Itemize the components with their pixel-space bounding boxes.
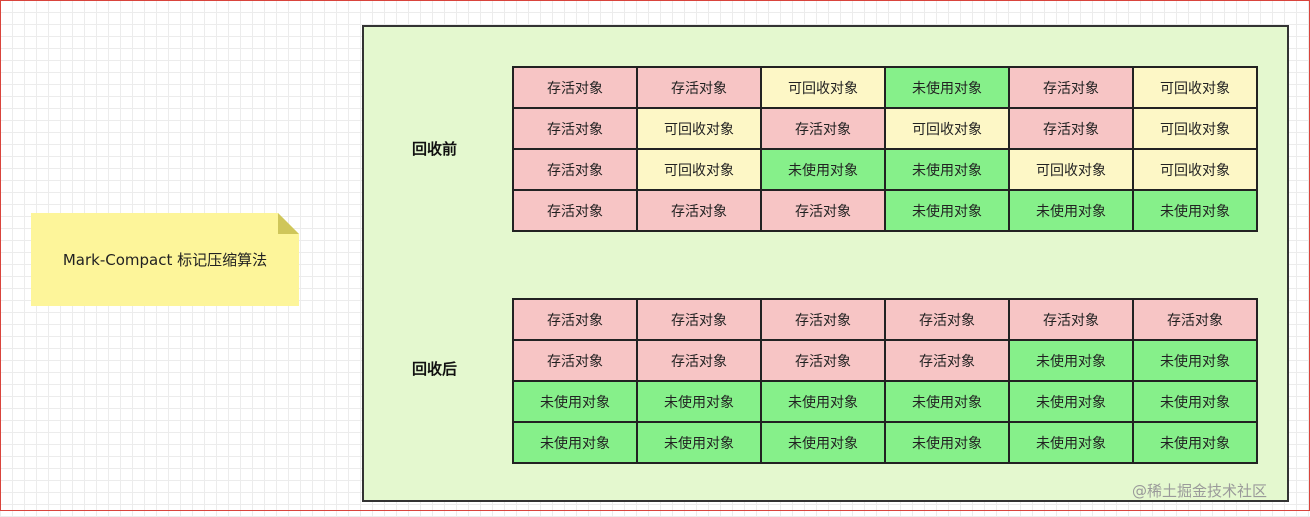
heap-cell-live: 存活对象 — [638, 300, 760, 339]
heap-cell-live: 存活对象 — [638, 341, 760, 380]
heap-cell-live: 存活对象 — [1134, 300, 1256, 339]
heap-cell-live: 存活对象 — [514, 68, 636, 107]
heap-cell-unused: 未使用对象 — [1010, 382, 1132, 421]
heap-grid-after: 存活对象存活对象存活对象存活对象存活对象存活对象存活对象存活对象存活对象存活对象… — [512, 298, 1258, 464]
heap-cell-unused: 未使用对象 — [1134, 382, 1256, 421]
heap-cell-live: 存活对象 — [638, 68, 760, 107]
heap-cell-unused: 未使用对象 — [1134, 423, 1256, 462]
heap-cell-unused: 未使用对象 — [514, 382, 636, 421]
heap-cell-reclaimable: 可回收对象 — [1134, 150, 1256, 189]
note-text: Mark-Compact 标记压缩算法 — [62, 251, 268, 269]
heap-cell-live: 存活对象 — [514, 150, 636, 189]
heap-cell-live: 存活对象 — [1010, 300, 1132, 339]
heap-cell-reclaimable: 可回收对象 — [1134, 109, 1256, 148]
heap-cell-unused: 未使用对象 — [1134, 191, 1256, 230]
heap-cell-unused: 未使用对象 — [886, 191, 1008, 230]
heap-cell-reclaimable: 可回收对象 — [886, 109, 1008, 148]
heap-cell-live: 存活对象 — [886, 341, 1008, 380]
before-label: 回收前 — [412, 140, 458, 158]
heap-cell-reclaimable: 可回收对象 — [638, 150, 760, 189]
heap-cell-unused: 未使用对象 — [886, 68, 1008, 107]
heap-cell-live: 存活对象 — [1010, 109, 1132, 148]
heap-cell-live: 存活对象 — [762, 191, 884, 230]
heap-cell-unused: 未使用对象 — [514, 423, 636, 462]
heap-cell-unused: 未使用对象 — [762, 382, 884, 421]
heap-cell-live: 存活对象 — [762, 109, 884, 148]
heap-cell-reclaimable: 可回收对象 — [1134, 68, 1256, 107]
heap-cell-unused: 未使用对象 — [1010, 423, 1132, 462]
heap-cell-live: 存活对象 — [638, 191, 760, 230]
heap-grid-before: 存活对象存活对象可回收对象未使用对象存活对象可回收对象存活对象可回收对象存活对象… — [512, 66, 1258, 232]
heap-cell-reclaimable: 可回收对象 — [638, 109, 760, 148]
heap-cell-unused: 未使用对象 — [886, 423, 1008, 462]
after-label: 回收后 — [412, 360, 458, 378]
heap-cell-live: 存活对象 — [514, 109, 636, 148]
heap-cell-live: 存活对象 — [762, 341, 884, 380]
heap-cell-live: 存活对象 — [514, 191, 636, 230]
heap-cell-unused: 未使用对象 — [638, 423, 760, 462]
heap-cell-reclaimable: 可回收对象 — [1010, 150, 1132, 189]
heap-cell-unused: 未使用对象 — [1134, 341, 1256, 380]
heap-cell-unused: 未使用对象 — [1010, 341, 1132, 380]
heap-cell-live: 存活对象 — [514, 341, 636, 380]
watermark: @稀土掘金技术社区 — [1132, 482, 1268, 500]
heap-cell-unused: 未使用对象 — [1010, 191, 1132, 230]
heap-cell-live: 存活对象 — [1010, 68, 1132, 107]
heap-cell-unused: 未使用对象 — [762, 150, 884, 189]
sticky-note: Mark-Compact 标记压缩算法 — [31, 213, 299, 306]
heap-cell-live: 存活对象 — [886, 300, 1008, 339]
heap-cell-unused: 未使用对象 — [886, 150, 1008, 189]
heap-cell-reclaimable: 可回收对象 — [762, 68, 884, 107]
heap-cell-live: 存活对象 — [762, 300, 884, 339]
heap-cell-unused: 未使用对象 — [638, 382, 760, 421]
heap-cell-live: 存活对象 — [514, 300, 636, 339]
heap-cell-unused: 未使用对象 — [762, 423, 884, 462]
heap-cell-unused: 未使用对象 — [886, 382, 1008, 421]
